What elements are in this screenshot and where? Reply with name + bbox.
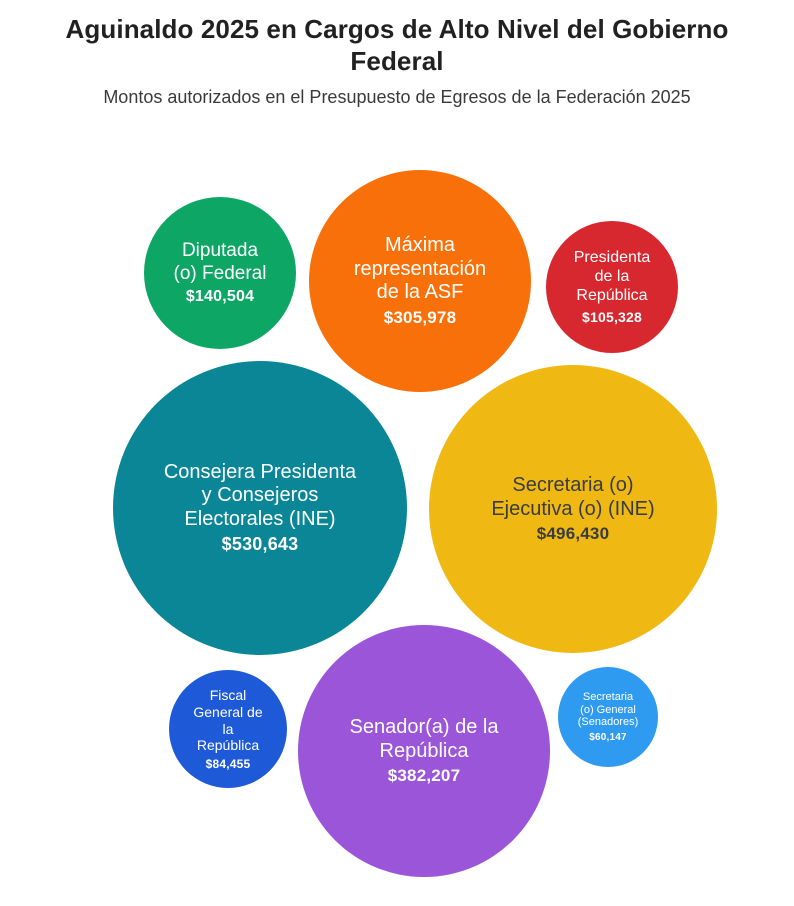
bubble-secretaria-general-senadores[interactable]: Secretaria(o) General(Senadores) $60,147	[558, 667, 658, 767]
page-title: Aguinaldo 2025 en Cargos de Alto Nivel d…	[65, 14, 729, 76]
bubble-label-line: y Consejeros	[201, 484, 319, 507]
bubble-label-line: Fiscal	[209, 687, 247, 704]
bubble-label: Diputada(o) Federal	[174, 240, 267, 285]
bubble-label-line: República	[576, 286, 648, 304]
bubble-secretaria-ejecutiva-ine[interactable]: Secretaria (o)Ejecutiva (o) (INE) $496,43…	[429, 365, 717, 653]
bubble-label-line: Electorales (INE)	[184, 507, 336, 530]
bubble-label-line: de la	[594, 268, 630, 286]
bubble-value: $105,328	[582, 308, 642, 325]
bubble-value: $84,455	[205, 756, 251, 771]
bubble-label-line: (Senadores)	[577, 716, 639, 729]
bubble-label: Secretaria(o) General(Senadores)	[578, 691, 639, 730]
bubble-label-line: Consejera Presidenta	[163, 460, 357, 483]
bubble-label-line: la	[222, 720, 234, 737]
bubble-value: $382,207	[387, 766, 461, 786]
bubble-label-line: (o) General	[580, 703, 636, 716]
chart-header: Aguinaldo 2025 en Cargos de Alto Nivel d…	[0, 14, 794, 109]
bubble-label-line: Diputada	[181, 240, 259, 262]
bubble-label-line: República	[379, 739, 469, 762]
bubble-label-line: Ejecutiva (o) (INE)	[491, 497, 655, 520]
bubble-label-line: Secretaria	[582, 690, 634, 703]
bubble-value: $305,978	[383, 307, 457, 327]
bubble-label-line: Máxima	[384, 234, 455, 257]
bubble-value: $60,147	[589, 732, 627, 744]
bubble-label-line: República	[196, 737, 260, 754]
bubble-label: Secretaria (o)Ejecutiva (o) (INE)	[491, 474, 654, 521]
bubble-label-line: (o) Federal	[173, 262, 267, 284]
bubble-label-line: Presidenta	[573, 249, 651, 267]
bubble-label-line: Senador(a) de la	[349, 715, 499, 738]
bubble-diputada-federal[interactable]: Diputada(o) Federal $140,504	[144, 197, 296, 349]
bubble-value: $140,504	[185, 287, 255, 305]
bubble-value: $496,430	[536, 524, 610, 544]
bubble-value: $530,643	[221, 534, 299, 555]
bubble-label-line: de la ASF	[376, 281, 464, 304]
bubble-label-line: representación	[353, 257, 487, 280]
bubble-label-line: General de	[193, 703, 263, 720]
bubble-label-line: Secretaria (o)	[512, 473, 634, 496]
page-subtitle: Montos autorizados en el Presupuesto de …	[103, 87, 691, 108]
